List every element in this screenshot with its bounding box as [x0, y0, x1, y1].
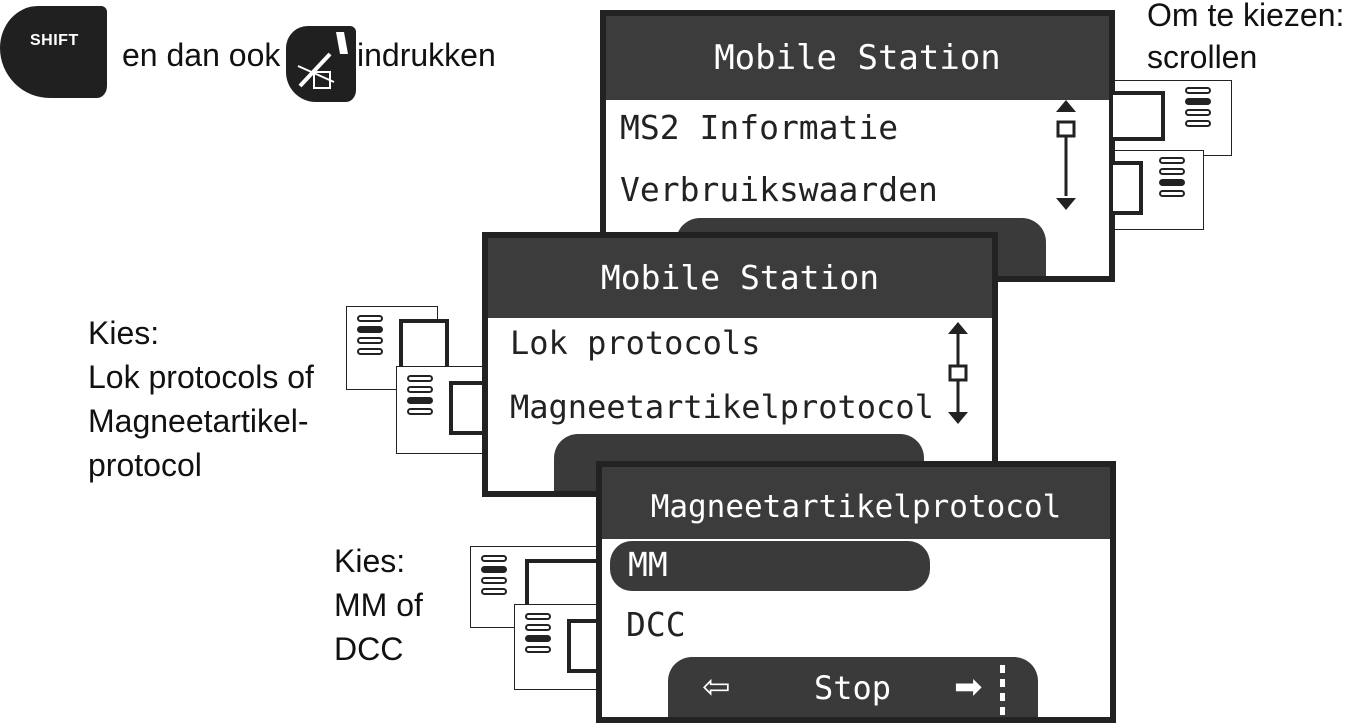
scroll-switch-up [1109, 80, 1232, 156]
hint-protocol-line1: Kies: [88, 315, 160, 351]
switch-tool-key [286, 26, 356, 102]
hint-scroll-line1: Om te kiezen: [1147, 0, 1345, 33]
hint-protocol-line3: Magneetartikel- [88, 403, 309, 439]
hint-mm-line1: Kies: [334, 543, 406, 579]
instruction-text-middle: en dan ook [122, 37, 281, 73]
screen-title: Mobile Station [488, 238, 992, 318]
instruction-text-end: indrukken [357, 37, 496, 73]
hint-protocol-line4: protocol [88, 447, 202, 483]
menu-item-verbruikswaarden[interactable]: Verbruikswaarden [620, 170, 938, 209]
dotted-separator-icon [1000, 665, 1005, 715]
scroll-switch-down [1109, 150, 1204, 230]
arrow-left-icon[interactable]: ⇦ [702, 667, 731, 707]
shift-key-label: SHIFT [30, 32, 79, 49]
protocol-switch-down [396, 366, 499, 454]
screen-magneetartikelprotocol: Magneetartikelprotocol MM DCC ⇦ Stop ➡ [596, 461, 1116, 723]
option-mm[interactable]: MM [628, 545, 668, 584]
screen-title: Mobile Station [606, 16, 1109, 100]
option-dcc[interactable]: DCC [626, 605, 686, 644]
wrench-icon [297, 32, 348, 89]
shift-key: SHIFT [0, 6, 107, 98]
screen-title: Magneetartikelprotocol [602, 467, 1110, 539]
hint-scroll-line2: scrollen [1147, 39, 1258, 75]
softkey-bar: ⇦ Stop ➡ [668, 657, 1038, 717]
menu-item-lok-protocols[interactable]: Lok protocols [510, 324, 761, 362]
scrollbar-icon[interactable] [1052, 100, 1080, 212]
scrollbar-icon[interactable] [944, 322, 972, 426]
hint-protocol-line2: Lok protocols of [88, 359, 314, 395]
arrow-right-icon[interactable]: ➡ [954, 667, 983, 707]
menu-item-ms2-informatie[interactable]: MS2 Informatie [620, 108, 899, 147]
hint-mm-line3: DCC [334, 631, 404, 667]
selected-option-highlight[interactable]: MM [610, 541, 930, 591]
hint-mm-line2: MM of [334, 587, 423, 623]
menu-item-magneetartikelprotocol[interactable]: Magneetartikelprotocol [510, 388, 934, 426]
screen-protocol-menu: Mobile Station Lok protocols Magneetarti… [482, 232, 998, 497]
stop-button[interactable]: Stop [814, 669, 892, 707]
